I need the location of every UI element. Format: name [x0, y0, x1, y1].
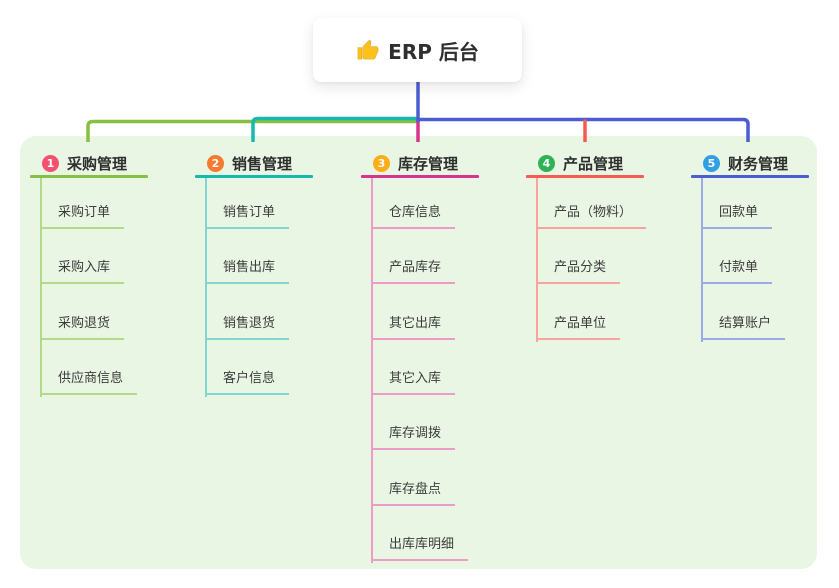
branch-5-header[interactable]: 5 财务管理: [691, 150, 788, 176]
branch-1-item-4[interactable]: 供应商信息: [40, 370, 138, 395]
branch-1-number-badge: 1: [42, 154, 59, 172]
branch-2-label: 销售管理: [232, 154, 293, 173]
branch-2-header[interactable]: 2 销售管理: [195, 150, 292, 176]
root-node[interactable]: ERP 后台: [313, 18, 522, 82]
branch-1-header[interactable]: 1 采购管理: [30, 150, 127, 176]
canvas-panel: [20, 136, 817, 569]
branch-5-child-line: [701, 178, 703, 342]
branch-2-item-1[interactable]: 销售订单: [205, 204, 290, 229]
branch-5-underline: [691, 175, 809, 178]
branch-4-item-2[interactable]: 产品分类: [536, 259, 621, 285]
branch-3-item-1[interactable]: 仓库信息: [371, 204, 456, 229]
branch-1-item-2[interactable]: 采购入库: [40, 259, 125, 285]
branch-1-underline: [30, 175, 148, 178]
branch-4-number-badge: 4: [538, 154, 555, 172]
branch-3-item-5[interactable]: 库存调拨: [371, 425, 456, 451]
branch-2-underline: [195, 175, 313, 178]
branch-1-label: 采购管理: [67, 154, 128, 173]
branch-3-item-4[interactable]: 其它入库: [371, 370, 456, 395]
thumbs-up-icon: [357, 39, 379, 59]
branch-4-item-3[interactable]: 产品单位: [536, 315, 621, 340]
branch-2-item-4[interactable]: 客户信息: [205, 370, 290, 395]
branch-3-item-7[interactable]: 出库库明细: [371, 536, 469, 561]
branch-3-label: 库存管理: [398, 154, 459, 173]
branch-3-child-line: [371, 178, 373, 563]
branch-4-underline: [526, 175, 644, 178]
root-title: ERP 后台: [388, 39, 479, 64]
branch-2-item-2[interactable]: 销售出库: [205, 259, 290, 285]
branch-5-item-1[interactable]: 回款单: [701, 204, 773, 229]
branch-3-header[interactable]: 3 库存管理: [361, 150, 458, 176]
branch-3-item-3[interactable]: 其它出库: [371, 315, 456, 340]
branch-2-item-3[interactable]: 销售退货: [205, 315, 290, 340]
branch-2-number-badge: 2: [207, 154, 224, 172]
branch-3-item-2[interactable]: 产品库存: [371, 259, 456, 285]
branch-3-item-6[interactable]: 库存盘点: [371, 481, 456, 506]
branch-4-item-1[interactable]: 产品（物料）: [536, 204, 647, 229]
branch-4-label: 产品管理: [563, 154, 624, 173]
branch-1-child-line: [40, 178, 42, 397]
branch-4-header[interactable]: 4 产品管理: [526, 150, 623, 176]
branch-5-item-3[interactable]: 结算账户: [701, 315, 786, 340]
branch-5-number-badge: 5: [703, 154, 720, 172]
branch-1-item-1[interactable]: 采购订单: [40, 204, 125, 229]
branch-3-number-badge: 3: [373, 154, 390, 172]
branch-4-child-line: [536, 178, 538, 342]
branch-2-child-line: [205, 178, 207, 397]
branch-5-label: 财务管理: [728, 154, 789, 173]
branch-5-item-2[interactable]: 付款单: [701, 259, 773, 285]
branch-1-item-3[interactable]: 采购退货: [40, 315, 125, 340]
branch-3-underline: [361, 175, 479, 178]
